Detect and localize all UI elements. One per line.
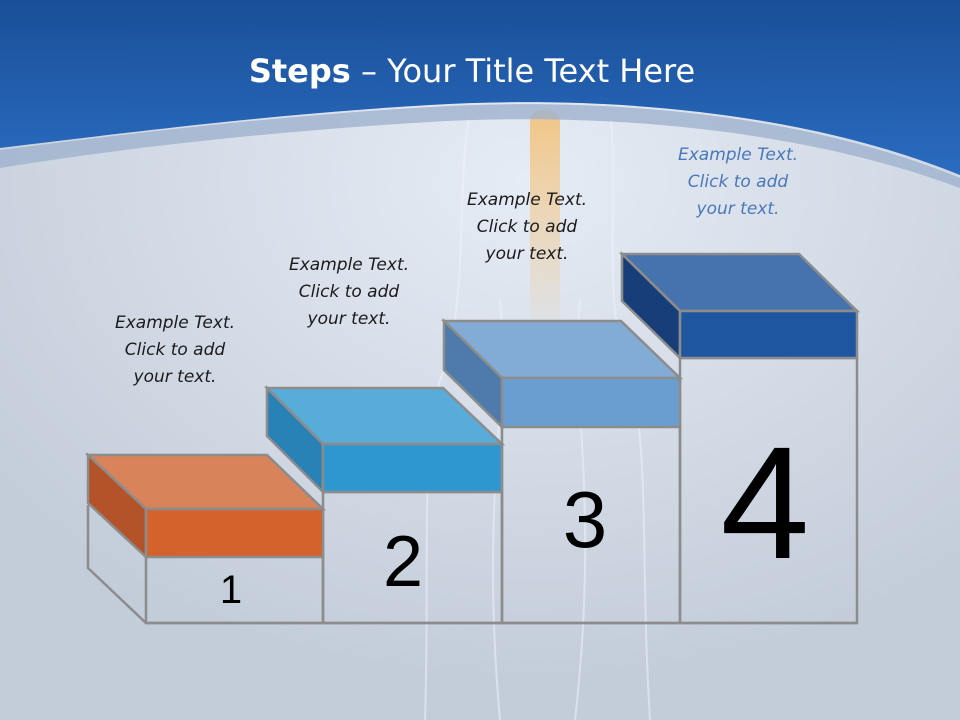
caption-line: Click to add bbox=[687, 172, 789, 192]
step-4-number: 4 bbox=[720, 413, 810, 592]
header-band bbox=[0, 0, 960, 175]
caption-line: Click to add bbox=[476, 217, 578, 237]
caption-line: Example Text. bbox=[288, 255, 410, 275]
step-2-number: 2 bbox=[382, 522, 424, 602]
caption-line: Click to add bbox=[124, 340, 226, 360]
caption-line: Example Text. bbox=[114, 313, 236, 333]
caption-line: Example Text. bbox=[677, 145, 799, 165]
caption-line: your text. bbox=[485, 244, 569, 264]
step-1-number: 1 bbox=[219, 568, 243, 612]
title-bold: Steps bbox=[248, 52, 351, 90]
slide-title[interactable]: Steps – Your Title Text Here bbox=[0, 52, 944, 90]
step-2-caption[interactable]: Example Text. Click to add your text. bbox=[264, 252, 434, 333]
step-2-block[interactable] bbox=[263, 384, 506, 496]
step-3-block[interactable] bbox=[440, 318, 684, 430]
step-4-caption[interactable]: Example Text. Click to add your text. bbox=[653, 142, 823, 223]
spine-glow bbox=[530, 110, 560, 340]
step-3-caption[interactable]: Example Text. Click to add your text. bbox=[442, 187, 612, 268]
step-4-block[interactable] bbox=[618, 251, 861, 361]
caption-line: your text. bbox=[696, 199, 780, 219]
step-1-caption[interactable]: Example Text. Click to add your text. bbox=[90, 310, 260, 391]
caption-line: Example Text. bbox=[466, 190, 588, 210]
title-rest: – Your Title Text Here bbox=[350, 52, 696, 90]
step-1-block[interactable] bbox=[84, 452, 327, 560]
caption-line: your text. bbox=[307, 309, 391, 329]
step-3-number: 3 bbox=[562, 475, 608, 564]
caption-line: your text. bbox=[133, 367, 217, 387]
header-curve-highlight bbox=[0, 104, 960, 188]
caption-line: Click to add bbox=[298, 282, 400, 302]
